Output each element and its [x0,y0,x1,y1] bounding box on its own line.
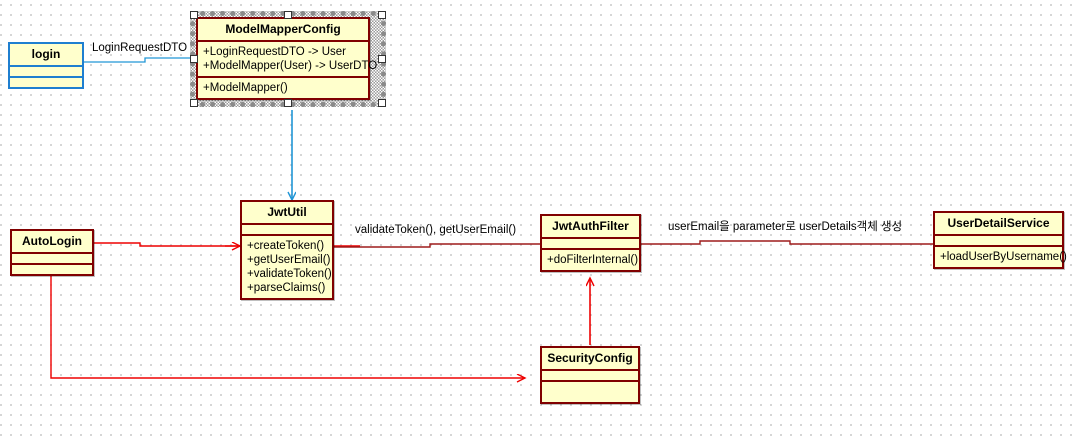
class-operations-login [10,78,82,87]
class-operation: +getUserEmail() [247,254,331,266]
compartment-divider [10,76,82,78]
compartment-divider [198,40,368,42]
class-attributes-jwtutil [242,225,332,234]
class-operation: +validateToken() [247,268,332,280]
compartment-divider [542,248,639,250]
edge-label-jwtauthfilter-to-userdetailservice: userEmail을 parameter로 userDetails객체 생성 [668,221,903,233]
class-title-modelmapperconfig: ModelMapperConfig [225,22,341,36]
compartment-divider [242,234,332,236]
class-title-autologin: AutoLogin [22,234,82,248]
compartment-divider [242,223,332,225]
class-operations-jwtutil: +createToken() +getUserEmail() +validate… [242,236,332,298]
compartment-divider [935,245,1062,247]
resize-handle-se[interactable] [378,99,386,107]
edge-label-jwtutil-to-jwtauthfilter: validateToken(), getUserEmail() [355,224,517,236]
class-attributes-login [10,67,82,76]
class-operation: +parseClaims() [247,282,326,294]
resize-handle-n[interactable] [284,11,292,19]
class-node-securityconfig[interactable]: SecurityConfig [540,346,640,404]
class-title-jwtutil: JwtUtil [267,205,307,219]
class-node-jwtutil[interactable]: JwtUtil +createToken() +getUserEmail() +… [240,200,334,300]
compartment-divider [198,76,368,78]
class-attribute: +LoginRequestDTO -> User [203,46,346,58]
class-operations-securityconfig [542,382,638,404]
class-operations-userdetailservice: +loadUserByUsername() [935,247,1067,267]
class-attribute: +ModelMapper(User) -> UserDTO [203,60,378,72]
class-title-userdetailservice: UserDetailService [947,216,1050,230]
edge-jwtauthfilter-to-userdetailservice [641,240,933,245]
class-operations-autologin [12,265,92,274]
class-operations-modelmapperconfig: +ModelMapper() [198,78,368,98]
class-node-autologin[interactable]: AutoLogin [10,229,94,276]
compartment-divider [12,252,92,254]
class-attributes-modelmapperconfig: +LoginRequestDTO -> User +ModelMapper(Us… [198,42,378,76]
class-attributes-jwtauthfilter [542,239,639,248]
compartment-divider [10,65,82,67]
class-node-login[interactable]: login [8,42,84,89]
class-title-login: login [31,47,61,61]
class-attributes-autologin [12,254,92,263]
compartment-divider [542,380,638,382]
class-title-securityconfig: SecurityConfig [547,351,633,365]
class-operation: +createToken() [247,240,325,252]
class-attributes-userdetailservice [935,236,1062,245]
resize-handle-s[interactable] [284,99,292,107]
class-operations-jwtauthfilter: +doFilterInternal() [542,250,639,270]
resize-handle-e[interactable] [378,55,386,63]
resize-handle-nw[interactable] [190,11,198,19]
resize-handle-sw[interactable] [190,99,198,107]
edge-login-to-modelmapperconfig [84,57,196,63]
compartment-divider [12,263,92,265]
class-node-modelmapperconfig[interactable]: ModelMapperConfig +LoginRequestDTO -> Us… [196,17,378,100]
edge-label-login-to-modelmapperconfig: LoginRequestDTO [92,42,188,54]
compartment-divider [542,237,639,239]
class-operation: +doFilterInternal() [547,254,639,266]
compartment-divider [935,234,1062,236]
class-title-jwtauthfilter: JwtAuthFilter [552,219,629,233]
class-attributes-securityconfig [542,371,638,380]
class-operation: +ModelMapper() [203,82,288,94]
compartment-divider [542,369,638,371]
class-node-jwtauthfilter[interactable]: JwtAuthFilter +doFilterInternal() [540,214,641,272]
resize-handle-w[interactable] [190,55,198,63]
resize-handle-ne[interactable] [378,11,386,19]
edge-jwtutil-to-jwtauthfilter [334,243,540,248]
class-node-userdetailservice[interactable]: UserDetailService +loadUserByUsername() [933,211,1067,269]
class-operation: +loadUserByUsername() [940,251,1067,263]
